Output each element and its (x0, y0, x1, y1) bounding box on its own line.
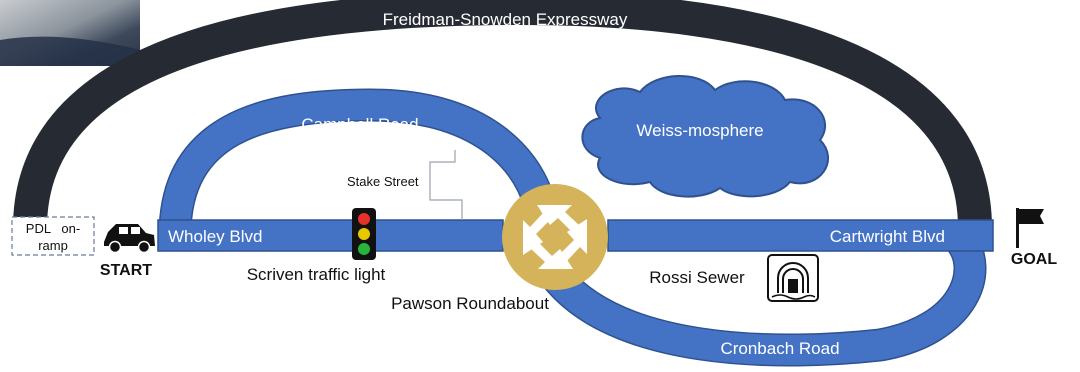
expressway-road (13, 0, 992, 229)
sewer-icon (767, 254, 819, 302)
roundabout-icon (502, 184, 608, 290)
goal-flag-icon (1016, 208, 1044, 248)
sewer-label: Rossi Sewer (649, 268, 745, 287)
stake-street-label: Stake Street (347, 174, 419, 189)
stake-street (429, 150, 463, 220)
photo-thumbnail (0, 0, 140, 66)
wholey-blvd-road (157, 219, 504, 252)
roundabout-label: Pawson Roundabout (391, 294, 549, 313)
start-label: START (100, 262, 152, 279)
expressway-label: Freidman-Snowden Expressway (383, 10, 628, 29)
traffic-light-label: Scriven traffic light (247, 265, 386, 284)
onramp-box (11, 216, 95, 256)
goal-label: GOAL (1011, 251, 1057, 268)
cartwright-blvd-road (607, 219, 994, 252)
onramp-label-line1: PDL on- (26, 221, 80, 236)
car-icon (104, 224, 155, 254)
cartwright-blvd-label: Cartwright Blvd (830, 227, 945, 246)
cloud-label: Weiss-mosphere (636, 121, 763, 140)
traffic-light-icon (352, 208, 376, 260)
wholey-blvd-label: Wholey Blvd (168, 227, 262, 246)
cronbach-road-label: Cronbach Road (720, 339, 839, 358)
campbell-road-label: Campbell Road (301, 115, 418, 134)
cloud-icon (581, 75, 830, 198)
onramp-label-line2: ramp (38, 238, 68, 253)
